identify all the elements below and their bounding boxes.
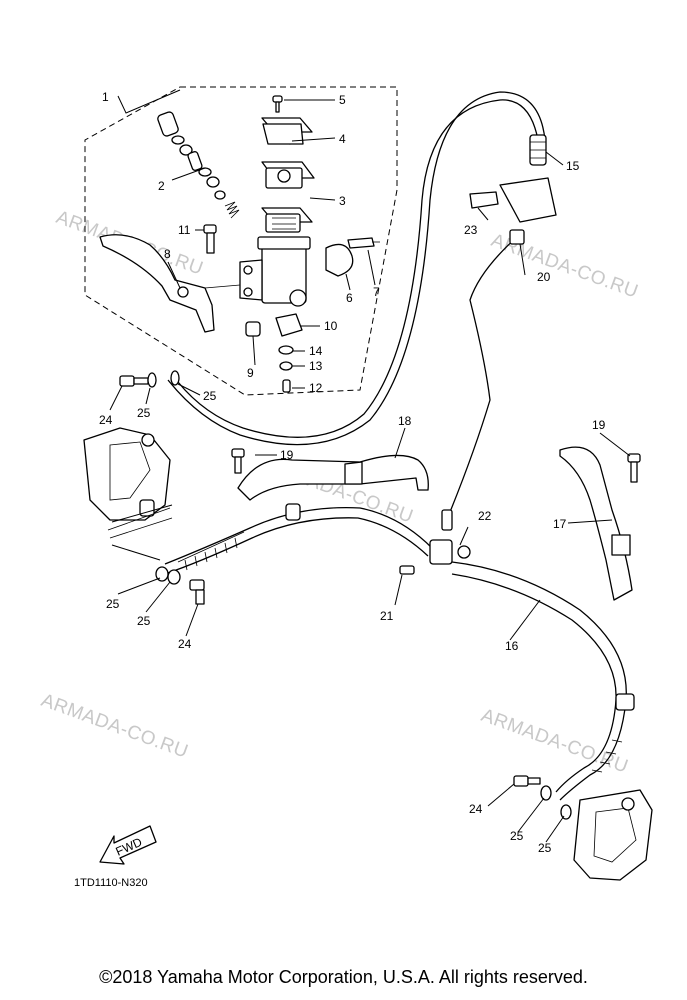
upper-brake-hose-edge	[177, 99, 539, 438]
callout-22: 22	[478, 509, 492, 523]
hose-guide-18	[231, 448, 429, 501]
callout-5: 5	[339, 93, 346, 107]
pivot-bolt	[203, 224, 217, 254]
callout-11: 11	[178, 223, 191, 237]
hose-spring-guard-right	[591, 739, 623, 773]
leader-lines	[109, 89, 631, 843]
callout-8: 8	[164, 247, 171, 261]
hose-grommet	[615, 693, 635, 711]
callout-24: 24	[178, 637, 192, 651]
callout-25: 25	[203, 389, 217, 403]
callout-24: 24	[99, 413, 113, 427]
callout-15: 15	[566, 159, 580, 173]
fwd-arrow-icon: FWD	[99, 825, 157, 865]
callout-25: 25	[137, 406, 151, 420]
banjo-hardware	[119, 370, 572, 820]
right-lower-hose-edge	[451, 573, 617, 793]
copyright-notice: ©2018 Yamaha Motor Corporation, U.S.A. A…	[99, 967, 588, 987]
callout-13: 13	[309, 359, 323, 373]
callout-6: 6	[346, 291, 353, 305]
callout-12: 12	[309, 381, 323, 395]
brake-pipe	[449, 235, 519, 513]
callout-17: 17	[553, 517, 567, 531]
master-cylinder	[239, 236, 311, 307]
watermark: ARMADA-CO.RU	[478, 705, 631, 778]
callout-1: 1	[102, 90, 109, 104]
callout-4: 4	[339, 132, 346, 146]
hose-guide-17	[559, 446, 641, 601]
hose-joint-bracket	[469, 134, 557, 245]
callout-20: 20	[537, 270, 551, 284]
left-lower-hose	[164, 507, 433, 565]
brake-lever	[99, 234, 241, 333]
callout-7: 7	[373, 285, 380, 299]
callouts: 1 2 3 4 5 6 7 8 9 10 11 12 13 14 15 16 1…	[99, 90, 606, 855]
left-lower-hose-edge	[164, 517, 429, 575]
callout-18: 18	[398, 414, 412, 428]
right-lower-hose	[451, 561, 627, 801]
handlebar-clamp	[325, 237, 380, 277]
upper-brake-hose	[167, 91, 546, 446]
hose-fitting	[285, 503, 301, 521]
left-caliper	[83, 427, 173, 539]
callout-25: 25	[106, 597, 120, 611]
callout-14: 14	[309, 344, 323, 358]
hose-spring-guard	[177, 531, 245, 571]
callout-16: 16	[505, 639, 519, 653]
callout-19: 19	[280, 448, 294, 462]
watermark: ARMADA-CO.RU	[38, 690, 191, 763]
right-caliper	[573, 789, 653, 881]
callout-24: 24	[469, 802, 483, 816]
callout-23: 23	[464, 223, 478, 237]
callout-3: 3	[339, 194, 346, 208]
callout-25: 25	[510, 829, 524, 843]
callout-10: 10	[324, 319, 338, 333]
fwd-label: FWD	[114, 835, 145, 859]
callout-25: 25	[538, 841, 552, 855]
brake-t-joint	[399, 509, 471, 575]
piston-kit	[157, 111, 240, 219]
diagram-code: 1TD1110-N320	[74, 877, 148, 889]
callout-19: 19	[592, 418, 606, 432]
callout-2: 2	[158, 179, 165, 193]
brake-switch-parts	[245, 313, 303, 393]
callout-21: 21	[380, 609, 394, 623]
callout-25: 25	[137, 614, 151, 628]
master-cylinder-assembly-outline	[84, 86, 398, 396]
reservoir-cap-parts	[261, 95, 315, 233]
callout-9: 9	[247, 366, 254, 380]
